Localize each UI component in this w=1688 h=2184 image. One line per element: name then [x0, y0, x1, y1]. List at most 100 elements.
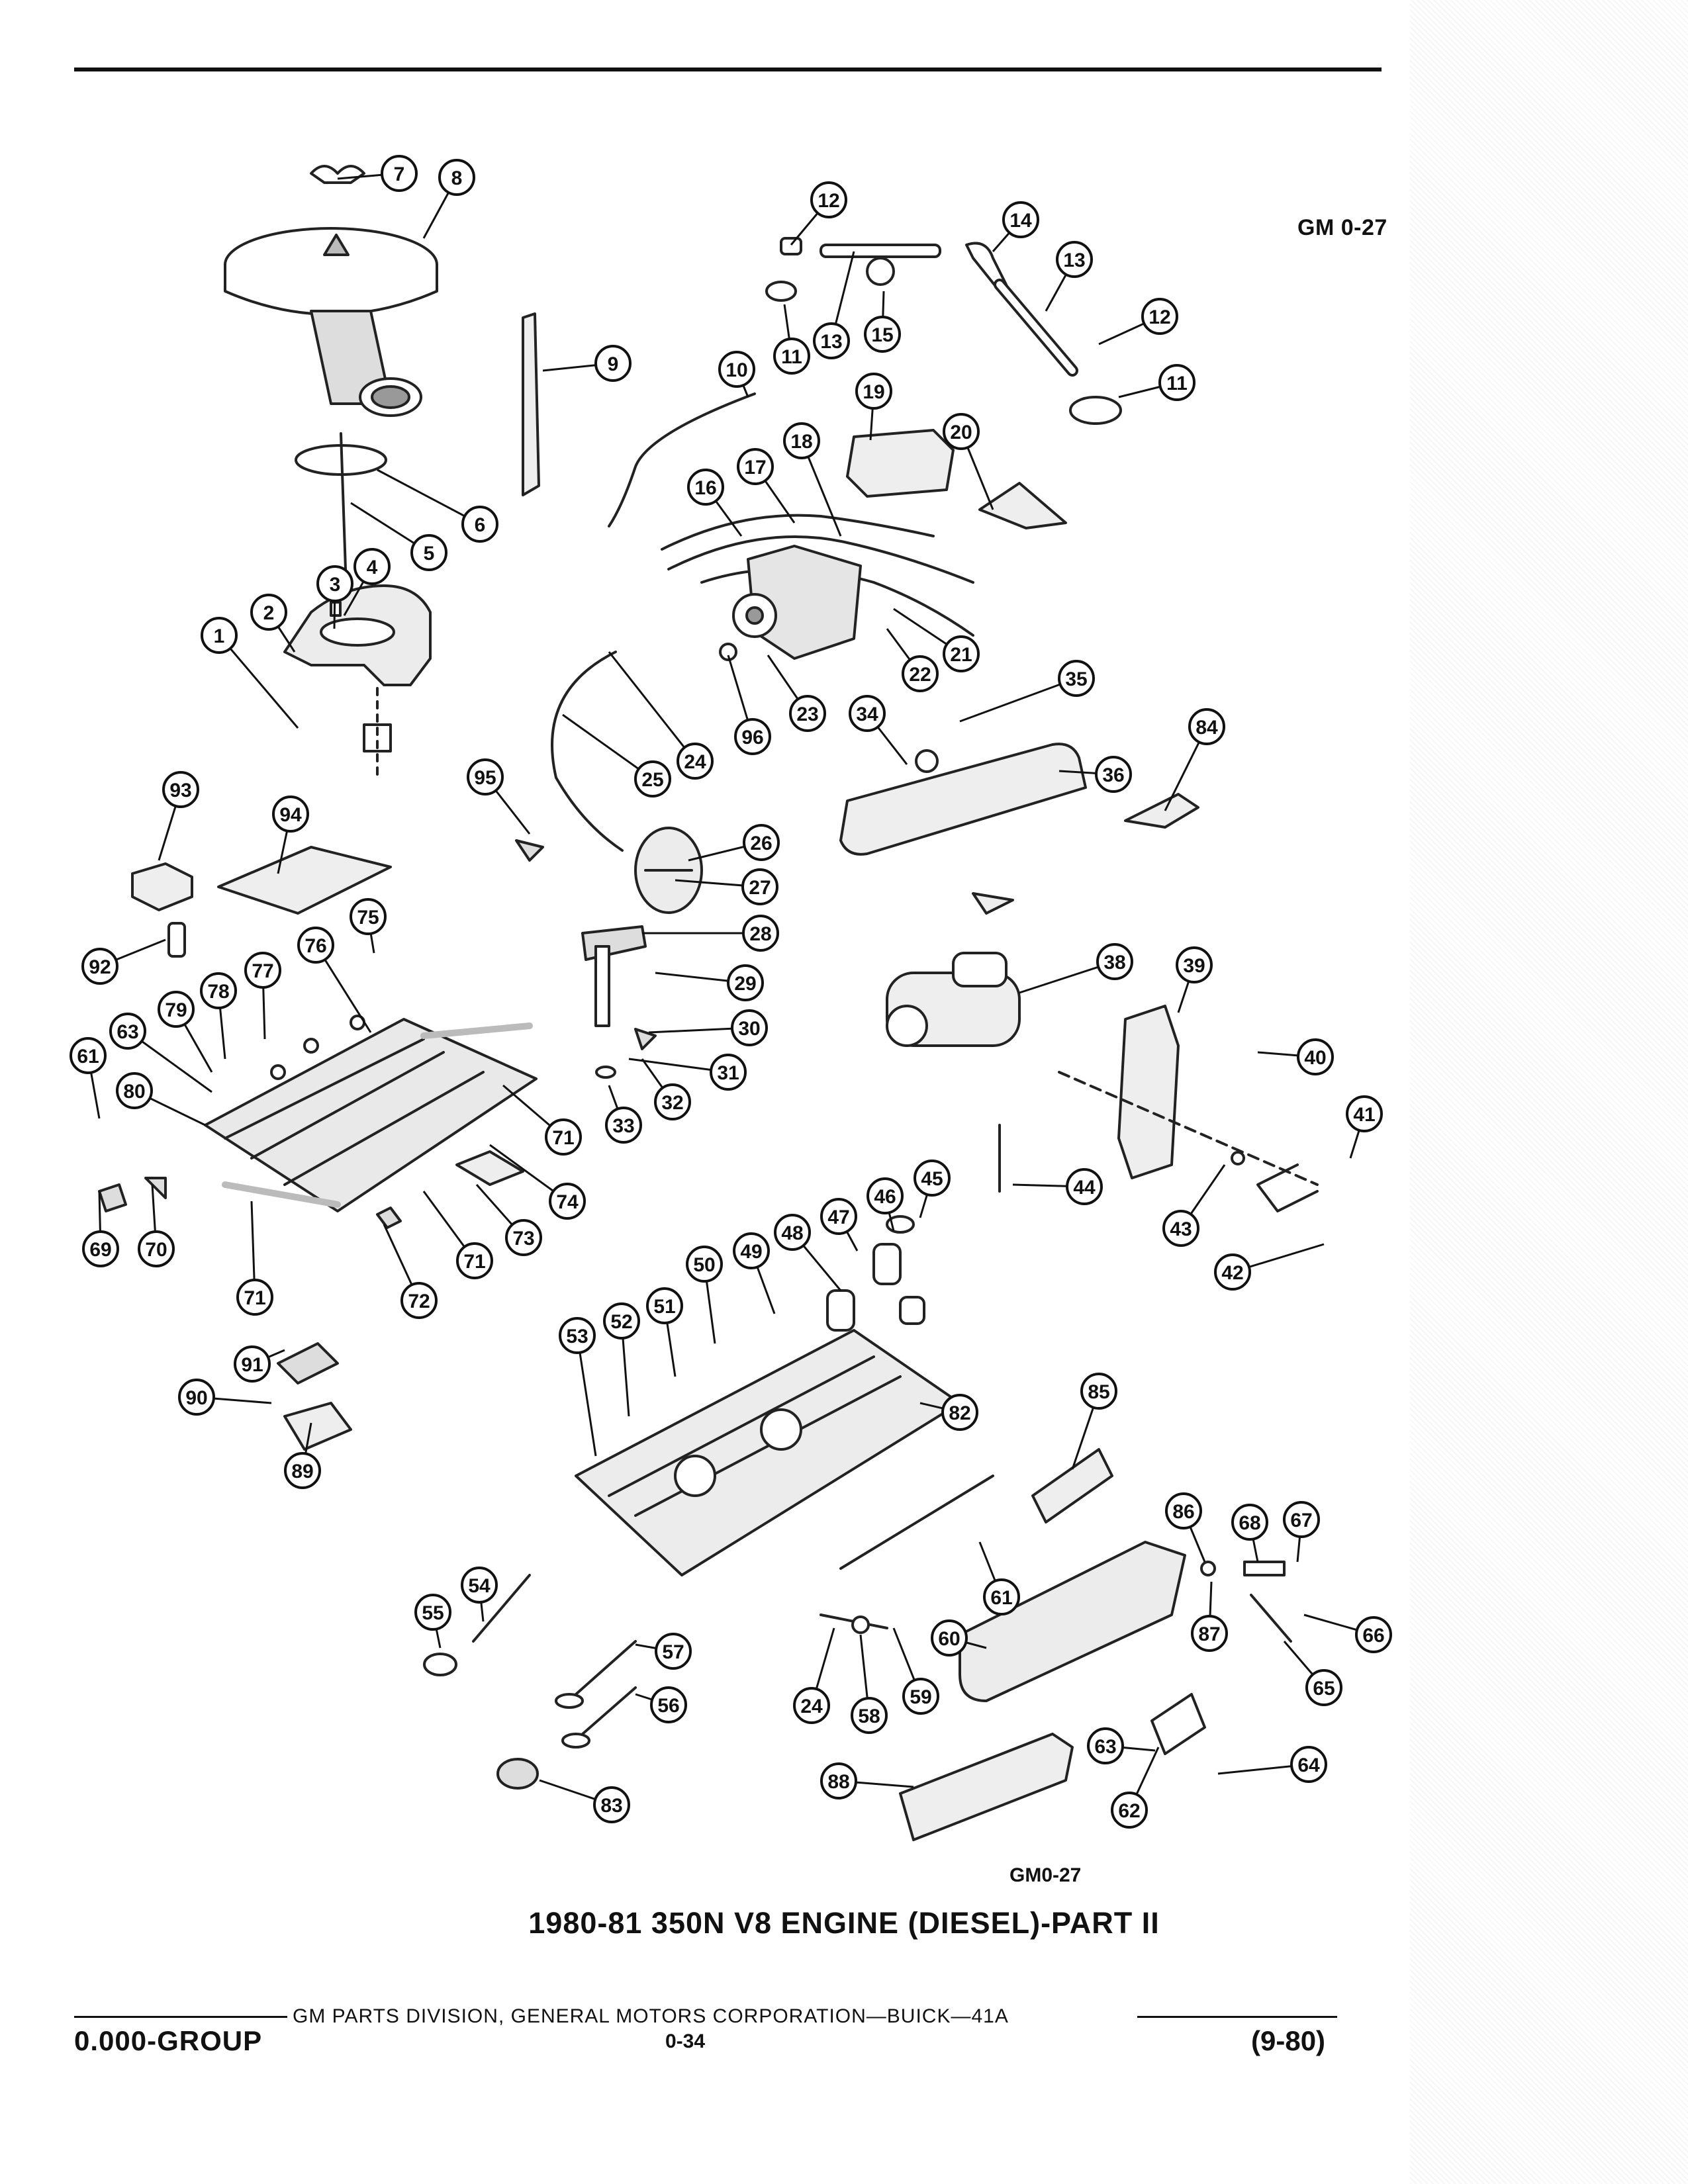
svg-text:46: 46 [874, 1186, 896, 1208]
svg-text:76: 76 [305, 935, 326, 957]
callout-51: 51 [646, 1287, 683, 1324]
svg-text:94: 94 [279, 804, 302, 826]
part-heat-shield [899, 1733, 1074, 1841]
svg-text:1: 1 [214, 625, 225, 647]
svg-text:5: 5 [424, 543, 435, 565]
callout-76: 76 [297, 927, 334, 964]
svg-text:67: 67 [1290, 1510, 1312, 1531]
svg-text:49: 49 [740, 1241, 762, 1263]
callout-80: 80 [116, 1072, 153, 1109]
svg-text:38: 38 [1103, 952, 1125, 974]
callout-29: 29 [727, 964, 764, 1001]
callout-61: 61 [983, 1578, 1020, 1615]
callout-6: 6 [461, 506, 498, 543]
callout-22: 22 [902, 655, 939, 692]
part-vacuum-pump [634, 827, 703, 914]
svg-text:61: 61 [990, 1587, 1012, 1609]
svg-text:69: 69 [89, 1239, 111, 1261]
part-cylinder-head [575, 1329, 961, 1576]
callout-50: 50 [686, 1246, 723, 1283]
callout-13: 13 [813, 322, 850, 359]
svg-text:82: 82 [949, 1402, 970, 1424]
svg-text:71: 71 [244, 1287, 265, 1309]
part-air-cleaner [224, 227, 438, 417]
footer-rule-left [74, 2016, 287, 2018]
part-valve-assembly [277, 1342, 352, 1451]
svg-text:33: 33 [612, 1115, 634, 1137]
callout-55: 55 [414, 1594, 451, 1631]
part-85 [1031, 1448, 1113, 1524]
callout-leader [576, 1335, 597, 1457]
callout-32: 32 [654, 1083, 691, 1120]
callout-93: 93 [162, 771, 199, 808]
svg-text:79: 79 [165, 999, 187, 1021]
svg-text:4: 4 [367, 557, 378, 578]
callout-70: 70 [138, 1230, 175, 1267]
callout-58: 58 [851, 1697, 888, 1734]
part-gasket-71a [420, 1023, 533, 1039]
svg-text:13: 13 [1063, 250, 1085, 271]
callout-43: 43 [1162, 1210, 1199, 1247]
footer-page-number: 0-34 [665, 2030, 706, 2052]
callout-leader [377, 469, 481, 525]
callout-52: 52 [603, 1302, 640, 1340]
callout-23: 23 [789, 695, 826, 732]
part-injection-pump [719, 545, 862, 661]
svg-text:56: 56 [657, 1695, 679, 1717]
svg-text:89: 89 [291, 1461, 313, 1482]
callout-78: 78 [200, 972, 237, 1009]
svg-text:72: 72 [408, 1291, 430, 1312]
header-rule [74, 68, 1382, 71]
svg-text:58: 58 [858, 1706, 880, 1727]
callout-24: 24 [793, 1687, 830, 1724]
callout-82: 82 [941, 1394, 978, 1431]
svg-text:34: 34 [856, 704, 878, 725]
svg-text:50: 50 [693, 1254, 715, 1276]
callout-65: 65 [1305, 1669, 1342, 1706]
part-bracket [522, 312, 540, 496]
svg-text:80: 80 [123, 1081, 145, 1103]
svg-text:86: 86 [1172, 1501, 1194, 1523]
svg-text:75: 75 [357, 907, 379, 929]
callout-57: 57 [655, 1633, 692, 1670]
svg-text:17: 17 [744, 457, 766, 478]
svg-text:35: 35 [1065, 668, 1087, 690]
svg-text:54: 54 [468, 1575, 491, 1597]
svg-text:13: 13 [820, 331, 842, 353]
svg-text:16: 16 [694, 477, 716, 499]
callout-88: 88 [820, 1762, 857, 1799]
part-lifter [423, 1653, 457, 1676]
svg-text:84: 84 [1196, 717, 1218, 739]
svg-text:44: 44 [1073, 1177, 1096, 1199]
svg-text:31: 31 [717, 1062, 739, 1084]
svg-text:7: 7 [394, 163, 405, 185]
part-62 [1150, 1693, 1206, 1755]
svg-text:20: 20 [950, 422, 972, 443]
svg-text:11: 11 [1166, 373, 1188, 394]
figure-ref-top: GM 0-27 [1297, 215, 1387, 240]
callout-63: 63 [109, 1013, 146, 1050]
callout-83: 83 [593, 1786, 630, 1823]
callout-16: 16 [687, 469, 724, 506]
callout-75: 75 [350, 898, 387, 935]
part-70 [144, 1177, 167, 1199]
svg-text:18: 18 [790, 431, 812, 453]
svg-text:8: 8 [451, 167, 463, 189]
svg-text:26: 26 [750, 833, 772, 854]
callout-89: 89 [284, 1452, 321, 1489]
svg-text:28: 28 [749, 923, 771, 945]
callout-leader [608, 651, 696, 762]
part-pushrod [472, 1574, 531, 1643]
callout-5: 5 [410, 534, 447, 571]
callout-1: 1 [201, 617, 238, 654]
part-65 [1250, 1594, 1292, 1643]
callout-96: 96 [734, 718, 771, 755]
callout-92: 92 [81, 948, 118, 985]
callout-7: 7 [381, 155, 418, 192]
svg-text:32: 32 [661, 1092, 683, 1114]
callout-34: 34 [849, 695, 886, 732]
svg-text:90: 90 [185, 1387, 207, 1409]
svg-text:93: 93 [169, 780, 191, 801]
callout-36: 36 [1095, 756, 1132, 793]
part-sensor [131, 862, 193, 958]
